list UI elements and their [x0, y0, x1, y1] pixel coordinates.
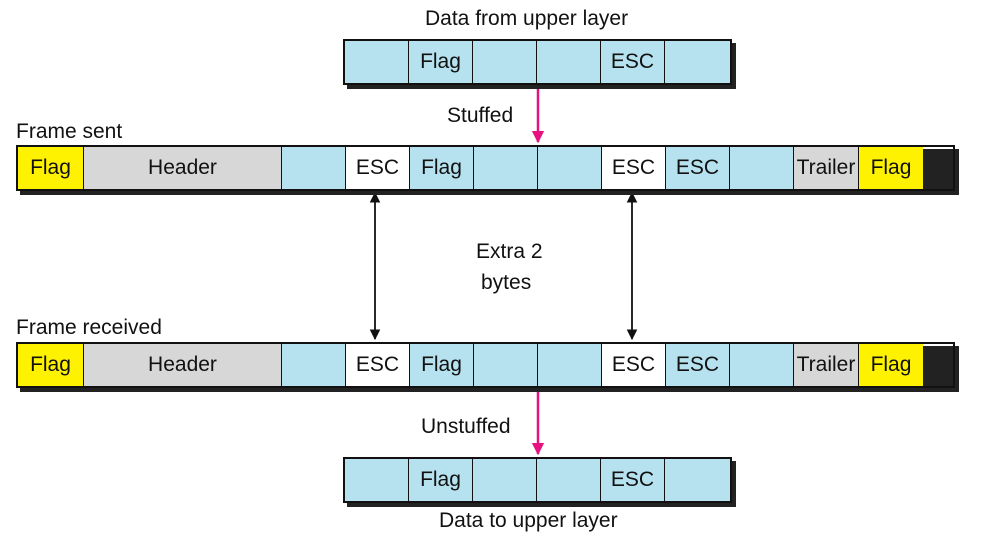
data-from-upper-layer-label: Data from upper layer: [425, 7, 629, 30]
frame-received-label: Frame received: [16, 316, 162, 339]
received-cell-flag: Flag: [410, 344, 474, 386]
bottom-data-frame: Flag ESC: [343, 457, 736, 507]
received-cell-data: [474, 344, 538, 386]
extra-bytes-label-line1: Extra 2: [476, 240, 543, 263]
top-data-cell-esc: ESC: [601, 41, 665, 83]
received-cell-data: [282, 344, 346, 386]
received-cell-esc: ESC: [666, 344, 730, 386]
sent-cell-trailer: Trailer: [794, 147, 859, 189]
received-cell-data: [538, 344, 602, 386]
received-cell-trailer: Trailer: [794, 344, 859, 386]
received-cell-flag: Flag: [18, 344, 84, 386]
received-cell-esc: ESC: [602, 344, 666, 386]
received-cell-esc: ESC: [346, 344, 410, 386]
sent-cell-data: [538, 147, 602, 189]
bottom-data-cell-data: [665, 459, 730, 501]
sent-cell-flag: Flag: [410, 147, 474, 189]
sent-cell-esc: ESC: [602, 147, 666, 189]
top-data-cell-data: [473, 41, 537, 83]
bottom-data-cell-esc: ESC: [601, 459, 665, 501]
top-data-cell-data: [345, 41, 409, 83]
extra-bytes-label-line2: bytes: [481, 271, 532, 294]
sent-cell-data: [474, 147, 538, 189]
sent-cell-data: [730, 147, 794, 189]
received-cell-flag: Flag: [859, 344, 923, 386]
frame-sent-label: Frame sent: [16, 120, 123, 143]
top-data-cell-data: [665, 41, 730, 83]
sent-cell-esc: ESC: [666, 147, 730, 189]
sent-cell-flag: Flag: [18, 147, 84, 189]
sent-cell-esc: ESC: [346, 147, 410, 189]
bottom-data-cell-data: [345, 459, 409, 501]
top-data-frame: Flag ESC: [343, 39, 736, 89]
bottom-data-cell-data: [537, 459, 601, 501]
bottom-data-cell-data: [473, 459, 537, 501]
sent-cell-header: Header: [84, 147, 282, 189]
top-data-cell-flag: Flag: [409, 41, 473, 83]
sent-cell-flag: Flag: [859, 147, 923, 189]
received-cell-header: Header: [84, 344, 282, 386]
bottom-data-cell-flag: Flag: [409, 459, 473, 501]
data-to-upper-layer-label: Data to upper layer: [439, 509, 618, 532]
stuffed-label: Stuffed: [447, 104, 514, 127]
sent-cell-data: [282, 147, 346, 189]
unstuffed-label: Unstuffed: [421, 415, 511, 438]
top-data-cell-data: [537, 41, 601, 83]
received-cell-data: [730, 344, 794, 386]
